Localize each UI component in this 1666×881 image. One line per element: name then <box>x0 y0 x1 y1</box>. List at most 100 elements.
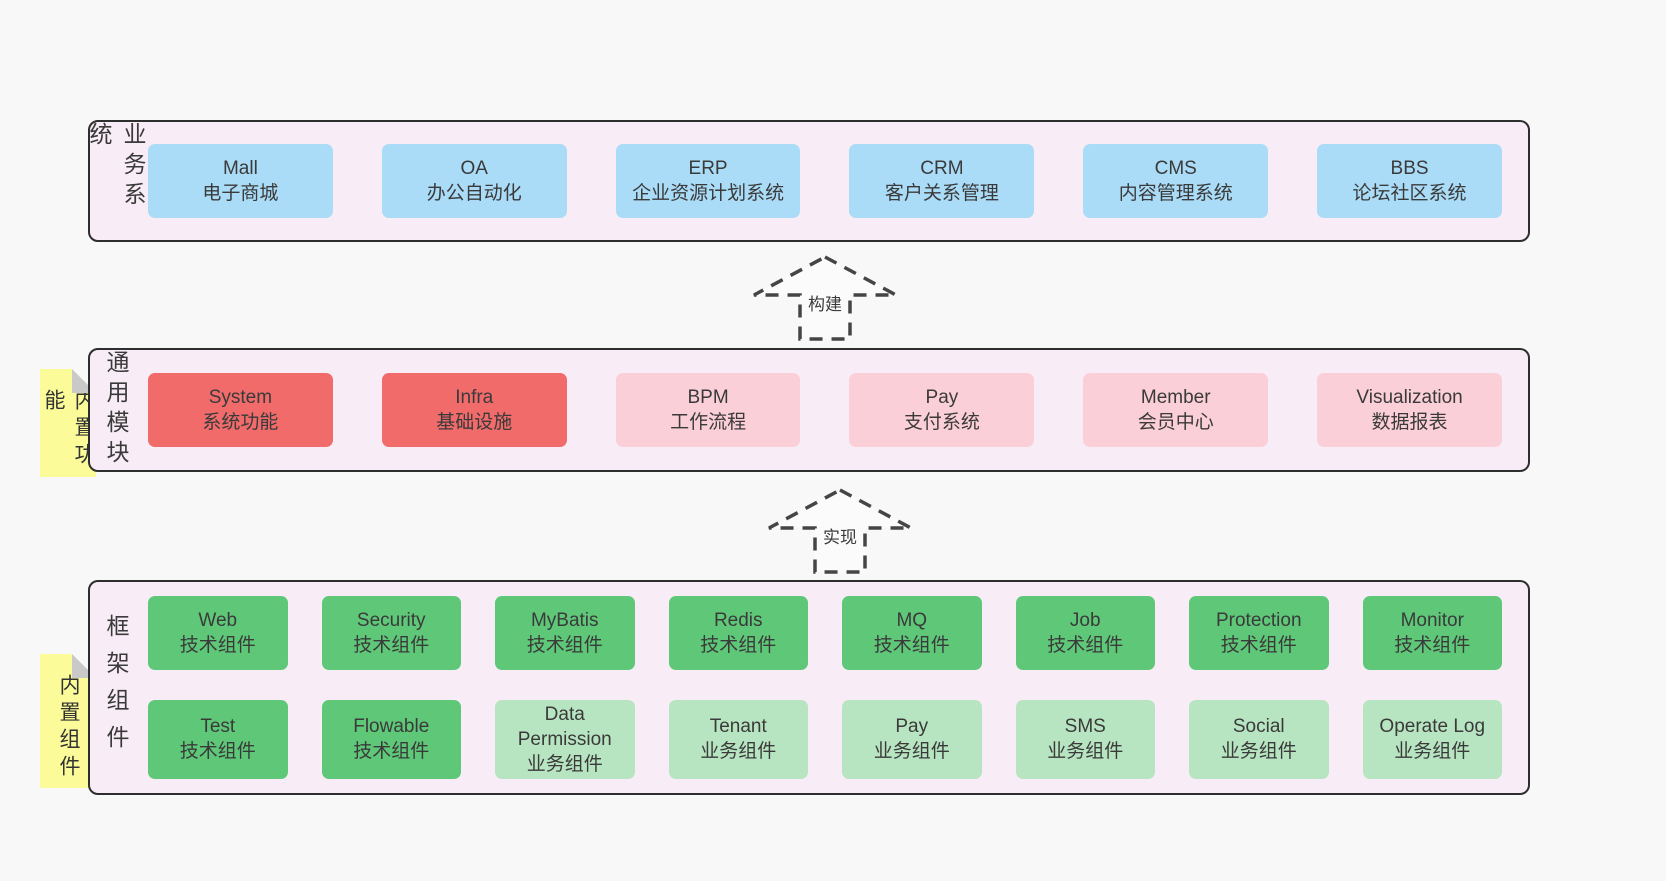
box-name: CRM <box>920 157 964 179</box>
sticky-note-label: 内置组件 <box>57 674 80 782</box>
box-name: CMS <box>1154 157 1197 179</box>
box-mq: MQ 技术组件 <box>842 595 982 670</box>
box-member: Member 会员中心 <box>1083 373 1269 447</box>
layer-business-systems: 业务系统 Mall 电子商城 OA 办公自动化 ERP 企业资源计划系统 CRM… <box>86 120 1530 242</box>
layer-framework-components: 框架组件 Web 技术组件 Security 技术组件 MyBatis 技术组件… <box>88 580 1530 795</box>
box-subtitle: 技术组件 <box>700 634 777 656</box>
box-name: Social <box>1232 716 1285 738</box>
box-crm: CRM 客户关系管理 <box>849 144 1035 218</box>
box-test: Test 技术组件 <box>148 699 288 780</box>
box-subtitle: 办公自动化 <box>426 183 522 204</box>
box-erp: ERP 企业资源计划系统 <box>615 144 801 218</box>
box-protection: Protection 技术组件 <box>1189 595 1329 670</box>
box-social: Social 业务组件 <box>1189 699 1329 780</box>
box-name: BPM <box>687 386 729 408</box>
box-tenant: Tenant 业务组件 <box>668 699 808 780</box>
box-subtitle: 业务组件 <box>526 754 603 776</box>
box-name: Visualization <box>1356 386 1463 408</box>
box-subtitle: 业务组件 <box>873 741 950 763</box>
box-subtitle: 电子商城 <box>202 183 279 204</box>
box-subtitle: 业务组件 <box>700 741 777 763</box>
box-cms: CMS 内容管理系统 <box>1083 144 1269 218</box>
box-name: Protection <box>1215 609 1302 631</box>
box-subtitle: 技术组件 <box>1047 634 1124 656</box>
box-bbs: BBS 论坛社区系统 <box>1317 144 1502 218</box>
side-label-common-modules: 通用模块 <box>103 350 129 470</box>
box-mybatis: MyBatis 技术组件 <box>495 595 635 670</box>
box-oa: OA 办公自动化 <box>381 144 567 218</box>
box-visualization: Visualization 数据报表 <box>1317 373 1502 447</box>
box-name: Redis <box>713 609 763 631</box>
box-subtitle: 数据报表 <box>1371 412 1448 433</box>
box-subtitle: 技术组件 <box>353 634 430 656</box>
box-security: Security 技术组件 <box>321 595 461 670</box>
box-name: System <box>208 386 273 408</box>
side-label-business-systems: 业务系统 <box>86 122 146 212</box>
box-subtitle: 技术组件 <box>526 634 603 656</box>
box-name: Test <box>200 716 236 738</box>
arrow-implement: 实现 <box>765 487 915 575</box>
box-subtitle: 技术组件 <box>179 634 256 656</box>
side-label-framework-components: 框架组件 <box>103 613 129 762</box>
box-name: Flowable <box>353 716 430 738</box>
box-subtitle: 论坛社区系统 <box>1352 183 1467 204</box>
box-name: Infra <box>455 386 494 408</box>
box-subtitle: 业务组件 <box>1394 741 1471 763</box>
box-name: Mall <box>222 157 258 179</box>
box-data-permission: Data Permission 业务组件 <box>495 699 635 780</box>
box-operate-log: Operate Log 业务组件 <box>1362 699 1502 780</box>
framework-rows: Web 技术组件 Security 技术组件 MyBatis 技术组件 Redi… <box>142 582 1528 793</box>
box-subtitle: 内容管理系统 <box>1118 183 1233 204</box>
box-mall: Mall 电子商城 <box>148 144 333 218</box>
box-name: MyBatis <box>530 609 599 631</box>
box-subtitle: 企业资源计划系统 <box>632 183 785 204</box>
box-subtitle: 会员中心 <box>1137 412 1214 433</box>
box-subtitle: 工作流程 <box>670 412 747 433</box>
framework-row-2: Test 技术组件 Flowable 技术组件 Data Permission … <box>148 699 1502 780</box>
box-redis: Redis 技术组件 <box>668 595 808 670</box>
business-boxes-row: Mall 电子商城 OA 办公自动化 ERP 企业资源计划系统 CRM 客户关系… <box>142 122 1528 240</box>
box-subtitle: 技术组件 <box>1220 634 1297 656</box>
box-name: ERP <box>688 157 728 179</box>
box-name: Member <box>1140 386 1211 408</box>
box-name: MQ <box>896 609 928 631</box>
box-sms: SMS 业务组件 <box>1015 699 1155 780</box>
arrow-label-implement: 实现 <box>819 523 861 548</box>
framework-row-1: Web 技术组件 Security 技术组件 MyBatis 技术组件 Redi… <box>148 595 1502 670</box>
sticky-note-built-in-components: 内置组件 <box>40 654 96 788</box>
box-subtitle: 技术组件 <box>179 741 256 763</box>
box-monitor: Monitor 技术组件 <box>1362 595 1502 670</box>
box-name: Tenant <box>709 716 767 738</box>
box-flowable: Flowable 技术组件 <box>321 699 461 780</box>
box-name: BBS <box>1390 157 1429 179</box>
box-name: Pay <box>925 386 959 408</box>
layer-common-modules: 通用模块 System 系统功能 Infra 基础设施 BPM 工作流程 Pay… <box>88 348 1530 472</box>
box-name: SMS <box>1064 716 1106 738</box>
arrow-label-build: 构建 <box>804 290 846 315</box>
arrow-build: 构建 <box>750 254 900 342</box>
box-name: Operate Log <box>1379 716 1486 738</box>
box-name: Job <box>1069 609 1101 631</box>
box-subtitle: 客户关系管理 <box>884 183 999 204</box>
box-name: Security <box>356 609 426 631</box>
box-subtitle: 基础设施 <box>436 412 513 433</box>
box-name: OA <box>460 157 488 179</box>
box-name: Data Permission <box>517 703 612 750</box>
box-system: System 系统功能 <box>148 373 333 447</box>
box-web: Web 技术组件 <box>148 595 288 670</box>
box-subtitle: 业务组件 <box>1047 741 1124 763</box>
box-subtitle: 系统功能 <box>202 412 279 433</box>
box-name: Monitor <box>1400 609 1464 631</box>
box-subtitle: 技术组件 <box>353 741 430 763</box>
box-pay-module: Pay 支付系统 <box>849 373 1035 447</box>
box-subtitle: 支付系统 <box>903 412 980 433</box>
box-subtitle: 技术组件 <box>873 634 950 656</box>
box-job: Job 技术组件 <box>1015 595 1155 670</box>
box-pay-component: Pay 业务组件 <box>842 699 982 780</box>
box-subtitle: 技术组件 <box>1394 634 1471 656</box>
box-infra: Infra 基础设施 <box>381 373 567 447</box>
modules-boxes-row: System 系统功能 Infra 基础设施 BPM 工作流程 Pay 支付系统… <box>142 350 1528 470</box>
box-subtitle: 业务组件 <box>1220 741 1297 763</box>
box-name: Pay <box>895 716 929 738</box>
